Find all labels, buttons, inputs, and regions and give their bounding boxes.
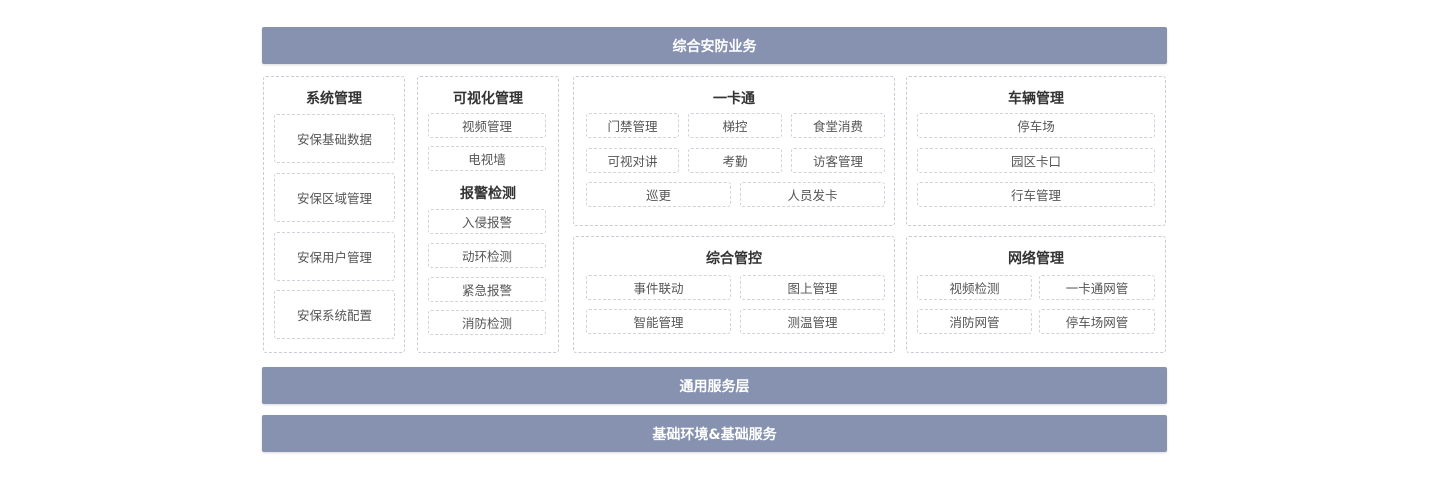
module-item[interactable]: 视频检测 <box>917 275 1032 300</box>
visualization-management-panel: 可视化管理 视频管理 电视墙 报警检测 入侵报警 动环检测 紧急报警 消防检测 <box>417 76 559 353</box>
module-item[interactable]: 安保用户管理 <box>274 232 395 281</box>
module-item[interactable]: 梯控 <box>688 113 782 138</box>
module-item[interactable]: 入侵报警 <box>428 209 546 234</box>
module-item[interactable]: 可视对讲 <box>586 148 679 173</box>
module-item[interactable]: 测温管理 <box>740 309 885 334</box>
system-management-panel: 系统管理 安保基础数据 安保区域管理 安保用户管理 安保系统配置 <box>263 76 405 353</box>
integrated-control-panel: 综合管控 事件联动 图上管理 智能管理 测温管理 <box>573 236 895 353</box>
section-title: 报警检测 <box>460 186 516 202</box>
panel-title: 车辆管理 <box>1008 91 1064 107</box>
module-item[interactable]: 行车管理 <box>917 182 1155 207</box>
module-item[interactable]: 访客管理 <box>791 148 885 173</box>
module-item[interactable]: 消防检测 <box>428 310 546 335</box>
module-item[interactable]: 图上管理 <box>740 275 885 300</box>
module-item[interactable]: 园区卡口 <box>917 148 1155 173</box>
module-item[interactable]: 人员发卡 <box>740 182 885 207</box>
module-item[interactable]: 门禁管理 <box>586 113 679 138</box>
module-item[interactable]: 动环检测 <box>428 243 546 268</box>
module-item[interactable]: 视频管理 <box>428 113 546 138</box>
vehicle-management-panel: 车辆管理 停车场 园区卡口 行车管理 <box>906 76 1166 226</box>
module-item[interactable]: 安保区域管理 <box>274 173 395 222</box>
infrastructure-layer-bar: 基础环境&基础服务 <box>262 415 1167 452</box>
module-item[interactable]: 停车场 <box>917 113 1155 138</box>
network-management-panel: 网络管理 视频检测 一卡通网管 消防网管 停车场网管 <box>906 236 1166 353</box>
top-layer-bar: 综合安防业务 <box>262 27 1167 64</box>
module-item[interactable]: 安保基础数据 <box>274 114 395 163</box>
module-item[interactable]: 紧急报警 <box>428 277 546 302</box>
one-card-panel: 一卡通 门禁管理 梯控 食堂消费 可视对讲 考勤 访客管理 巡更 人员发卡 <box>573 76 895 226</box>
panel-title: 可视化管理 <box>453 91 523 107</box>
module-item[interactable]: 考勤 <box>688 148 782 173</box>
module-item[interactable]: 巡更 <box>586 182 731 207</box>
module-item[interactable]: 智能管理 <box>586 309 731 334</box>
panel-title: 网络管理 <box>1008 251 1064 267</box>
panel-title: 系统管理 <box>306 91 362 107</box>
module-item[interactable]: 消防网管 <box>917 309 1032 334</box>
panel-title: 综合管控 <box>706 251 762 267</box>
module-item[interactable]: 安保系统配置 <box>274 290 395 339</box>
module-item[interactable]: 事件联动 <box>586 275 731 300</box>
module-item[interactable]: 食堂消费 <box>791 113 885 138</box>
module-item[interactable]: 电视墙 <box>428 146 546 171</box>
module-item[interactable]: 停车场网管 <box>1039 309 1155 334</box>
module-item[interactable]: 一卡通网管 <box>1039 275 1155 300</box>
panel-title: 一卡通 <box>713 91 755 107</box>
service-layer-bar: 通用服务层 <box>262 367 1167 404</box>
